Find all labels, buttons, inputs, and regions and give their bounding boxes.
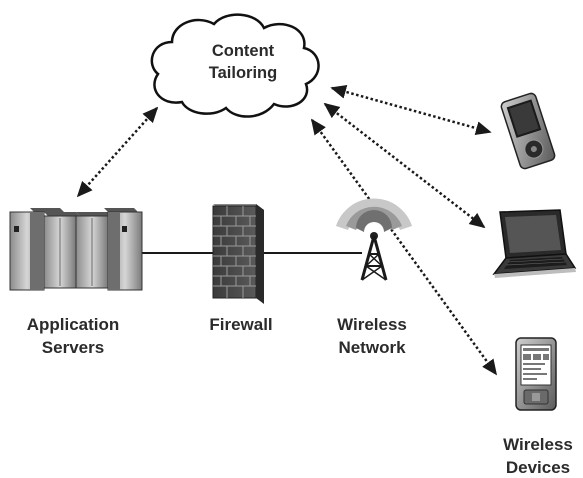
- app-servers-label-line1: Application: [27, 315, 120, 334]
- firewall-label: Firewall: [209, 315, 272, 334]
- radio-tower-icon: [336, 198, 412, 281]
- app-servers-label-line2: Servers: [42, 338, 104, 357]
- laptop-icon: [492, 209, 577, 278]
- cloud-label-line1: Content: [212, 42, 275, 60]
- cloud-icon: [150, 13, 320, 118]
- cloud-label-line2: Tailoring: [209, 64, 277, 82]
- server-rack-icon: [9, 208, 143, 291]
- wireless-network-label-line2: Network: [338, 338, 406, 357]
- media-player-icon: [500, 92, 556, 170]
- wireless-network-label-line1: Wireless: [337, 315, 407, 334]
- cloud-servers-arrow: [76, 106, 159, 198]
- wireless-devices-label-line2: Devices: [506, 458, 570, 477]
- wireless-devices-label-line1: Wireless: [503, 435, 573, 454]
- pda-icon: [515, 337, 557, 411]
- cloud-pda-arrow: [310, 118, 498, 376]
- brick-wall-icon: [212, 204, 264, 304]
- cloud-media-player-arrow: [330, 85, 492, 135]
